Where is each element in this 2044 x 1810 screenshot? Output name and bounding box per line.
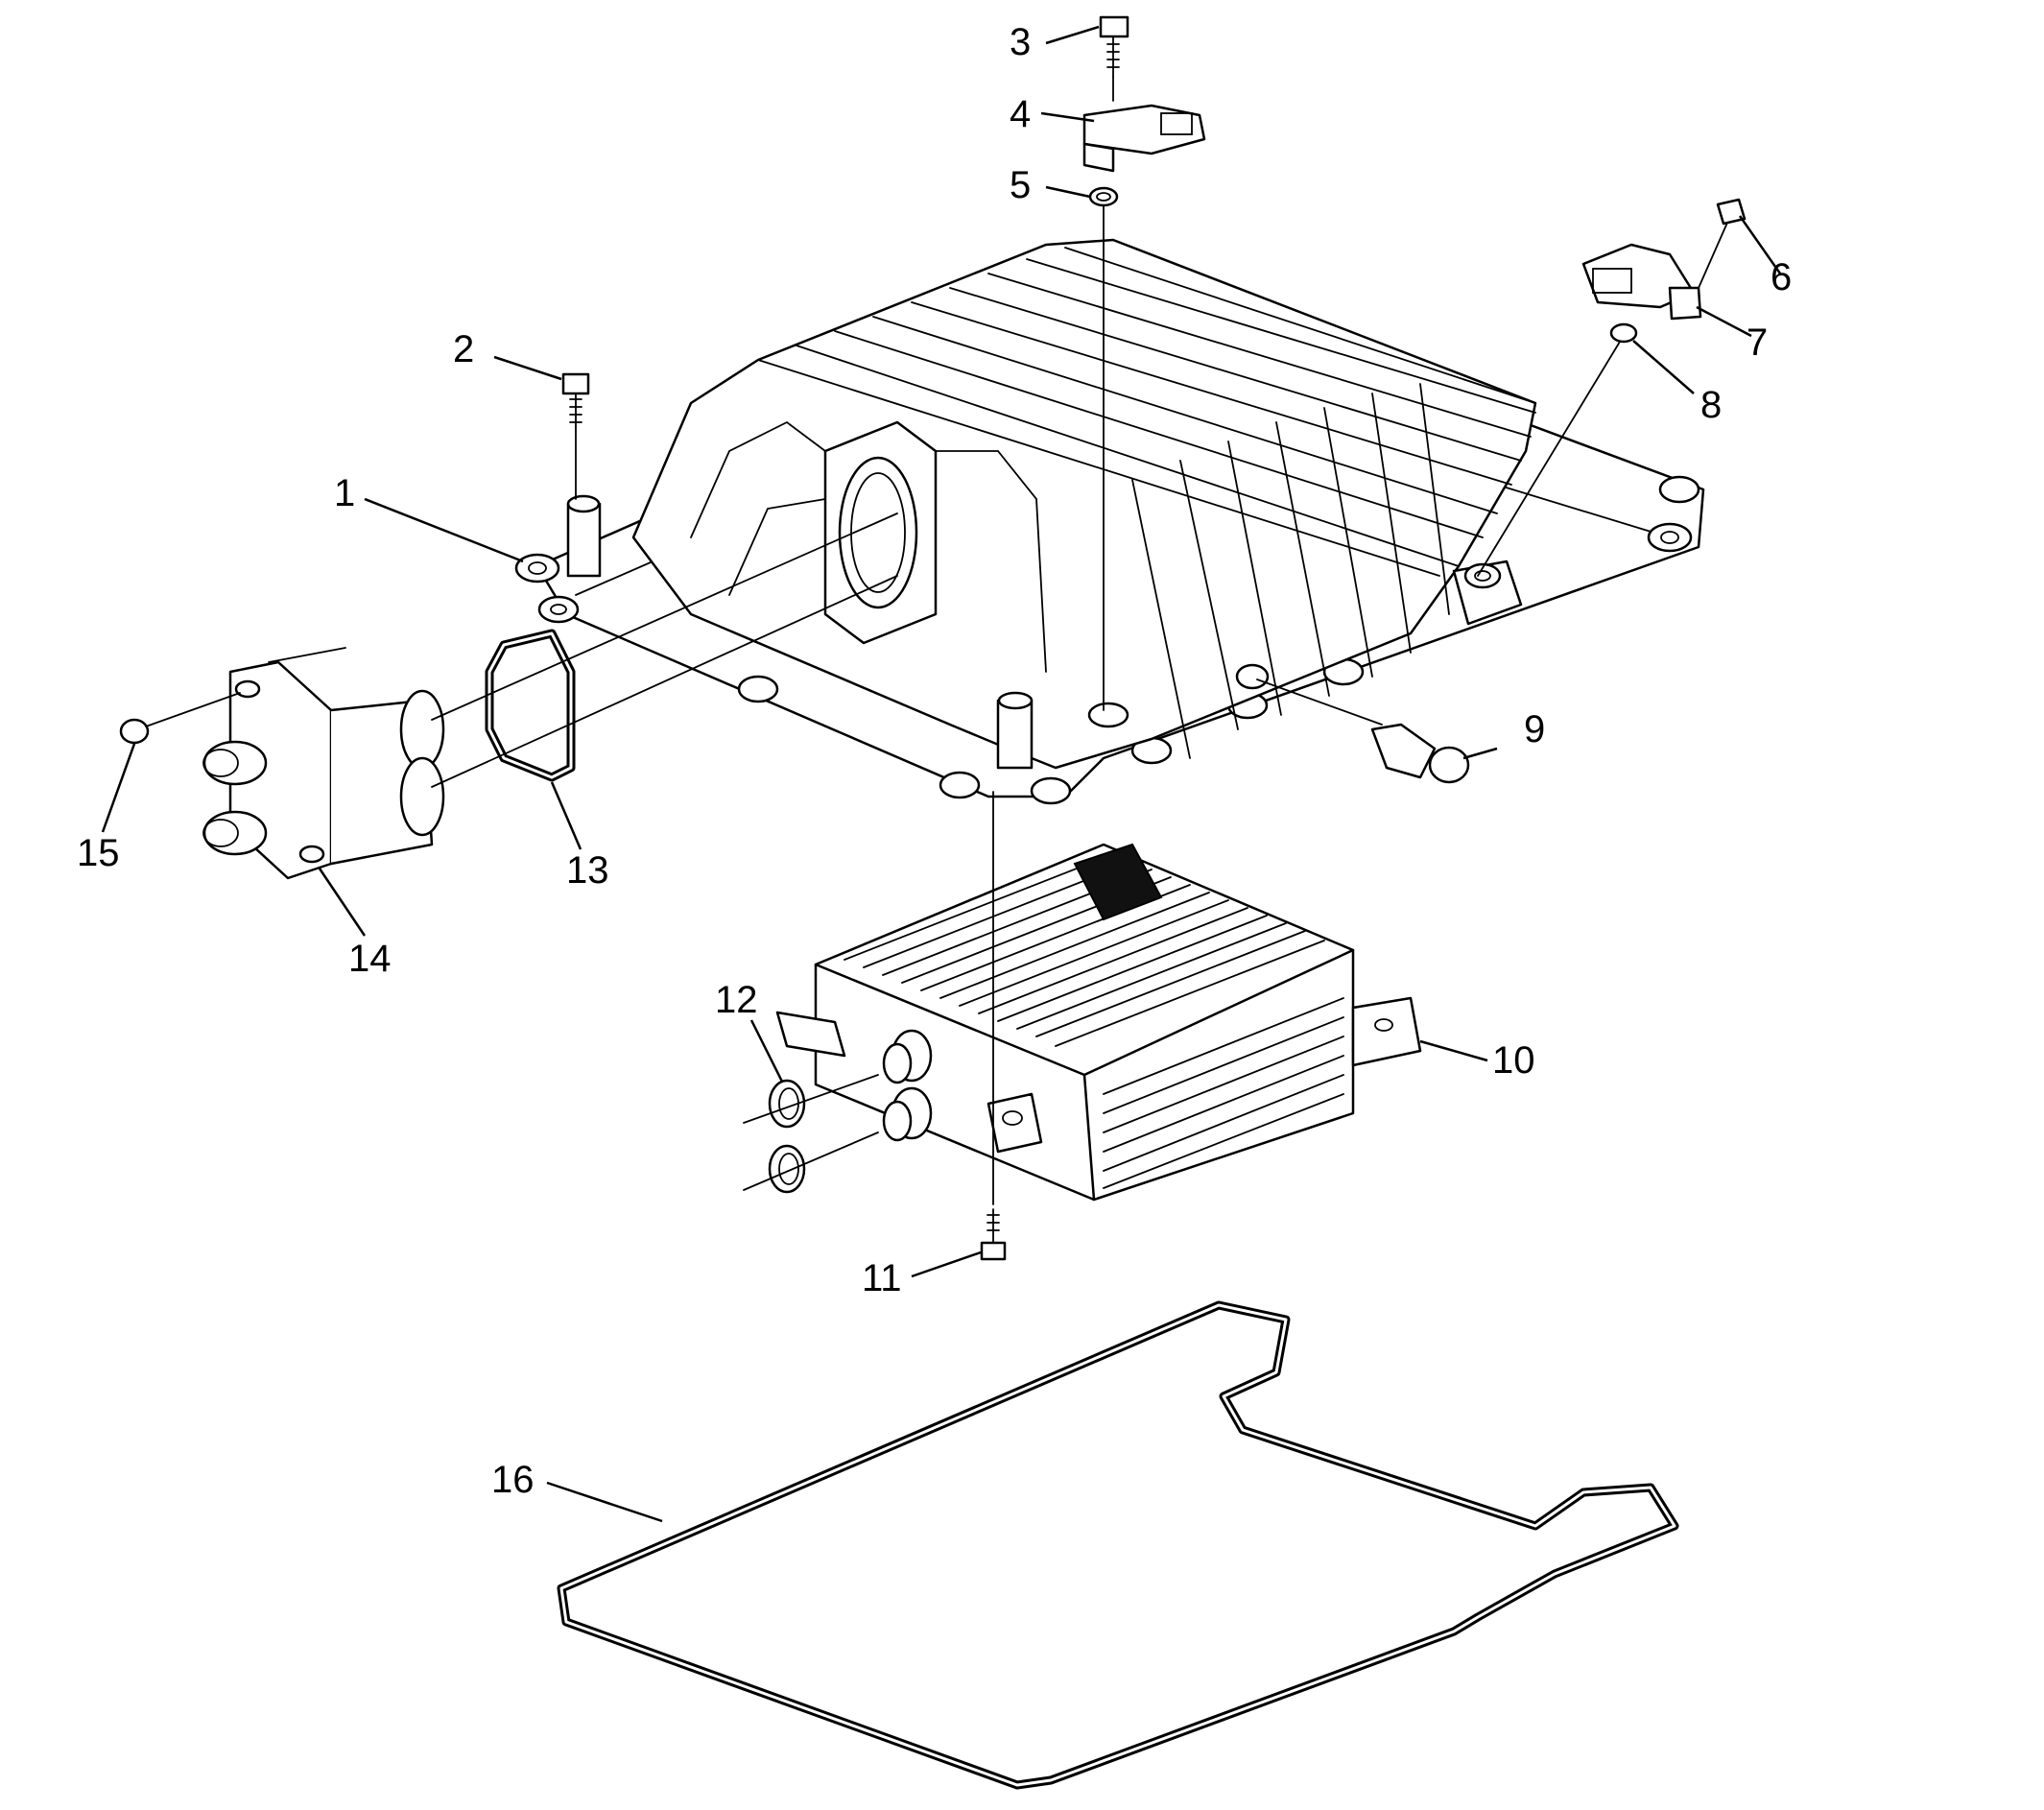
callout-2: 2: [453, 328, 474, 370]
charge-air-cooler: [775, 843, 1422, 1202]
callout-16: 16: [491, 1459, 535, 1501]
throttle-body-gasket: [485, 629, 576, 782]
leader-lines: [101, 25, 1782, 1523]
callout-6: 6: [1771, 256, 1792, 298]
callout-13: 13: [566, 849, 609, 892]
bolt-3: [1099, 15, 1129, 102]
o-rings-12: [743, 1074, 879, 1194]
callout-10: 10: [1492, 1039, 1535, 1082]
callout-12: 12: [715, 979, 758, 1021]
bolt-11: [980, 791, 1007, 1261]
bolt-15: [119, 692, 241, 745]
explode-lines: [268, 512, 898, 788]
callout-9: 9: [1524, 708, 1545, 750]
intake-manifold: [514, 238, 1705, 805]
o-ring-8: [1477, 322, 1638, 577]
callout-1: 1: [334, 472, 355, 514]
callout-7: 7: [1747, 322, 1768, 364]
callout-3: 3: [1010, 21, 1031, 63]
sensor-4: [1082, 104, 1206, 173]
throttle-body-adapter: [202, 660, 445, 880]
callout-11: 11: [862, 1257, 902, 1299]
bolt-2: [561, 372, 590, 500]
callout-14: 14: [348, 938, 392, 980]
sensor-7: [1581, 243, 1702, 321]
sensor-9: [1256, 679, 1470, 784]
supercharger-gasket: [557, 1300, 1679, 1790]
callout-labels: 1 2 3 4 5 6 7 8 9 10 11 12 13 14 15 16: [77, 21, 1792, 1501]
callout-8: 8: [1700, 384, 1722, 426]
callout-15: 15: [77, 832, 120, 874]
bolt-6: [1698, 198, 1747, 289]
callout-5: 5: [1010, 164, 1031, 206]
callout-4: 4: [1010, 93, 1031, 135]
